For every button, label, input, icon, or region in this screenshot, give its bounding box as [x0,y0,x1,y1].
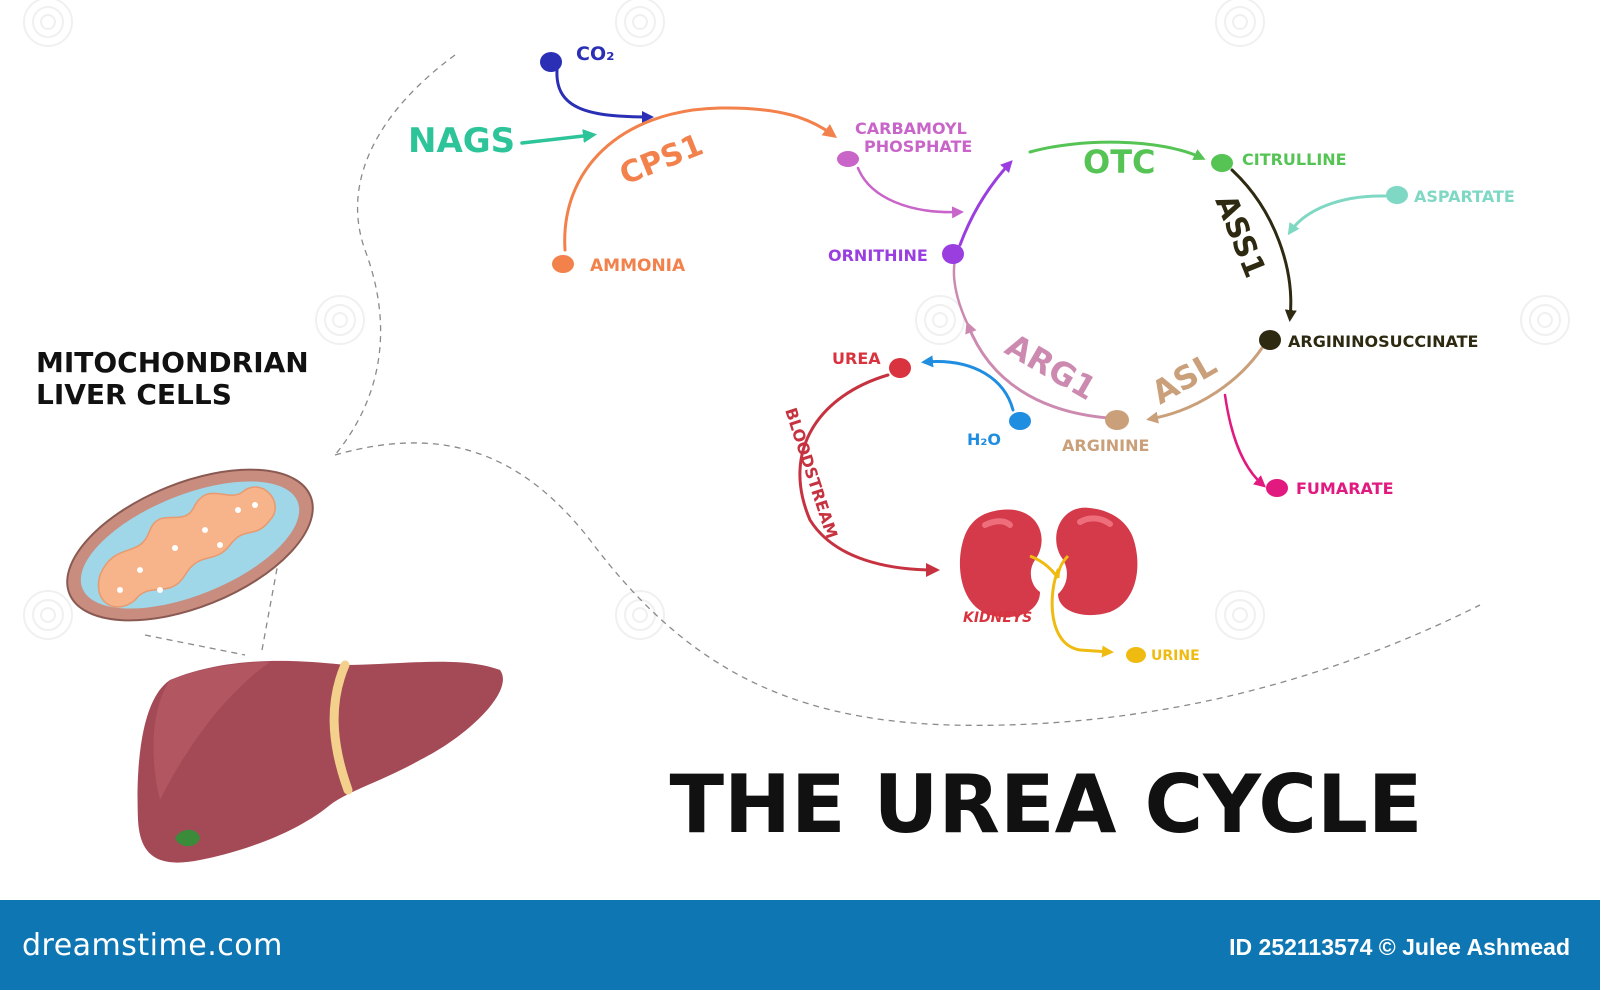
mitochondrion-illustration [66,468,314,622]
kidneys-illustration [959,507,1138,618]
urea-dot [889,358,911,378]
section-label-line2: LIVER CELLS [36,378,232,411]
footer-bar: dreamstime.com ID 252113574 © Julee Ashm… [0,900,1600,990]
carbamoyl-label-line2: PHOSPHATE [864,137,972,156]
otc-label: OTC [1083,143,1156,181]
nags-label: NAGS [408,121,515,161]
image-credit: ID 252113574 © Julee Ashmead [1229,934,1570,960]
argininosuccinate-dot [1259,330,1281,350]
urine-dot [1126,647,1146,663]
co2-dot [540,52,562,72]
arginine-label: ARGININE [1062,436,1149,455]
ammonia-label: AMMONIA [590,256,686,276]
kidneys-label: KIDNEYS [963,610,1032,626]
h2o-label: H₂O [967,430,1001,449]
asl-label: ASL [1145,345,1223,412]
arginine-dot [1105,410,1129,430]
co2-label: CO₂ [576,43,614,65]
brand-logo-text[interactable]: dreamstime.com [22,928,283,963]
urea-cycle-diagram: CO₂ NAGS CPS1 AMMONIA CARBAMOYL PHOSPHAT… [23,0,1570,863]
ass1-label: ASS1 [1208,190,1273,283]
urine-label: URINE [1151,648,1200,664]
citrulline-label: CITRULLINE [1242,150,1347,169]
pathway-arrows [520,68,1387,658]
page-title: THE UREA CYCLE [669,758,1422,851]
dashed-outline [144,54,1481,726]
urea-label: UREA [832,349,881,368]
liver-illustration [137,660,503,863]
fumarate-dot [1266,479,1288,497]
h2o-dot [1009,412,1031,430]
ammonia-dot [552,255,574,273]
diagram-canvas: CO₂ NAGS CPS1 AMMONIA CARBAMOYL PHOSPHAT… [23,0,1570,863]
cps1-label: CPS1 [615,128,708,193]
fumarate-label: FUMARATE [1296,479,1394,498]
citrulline-dot [1211,154,1233,172]
argininosuccinate-label: ARGININOSUCCINATE [1288,332,1478,351]
watermark-pattern [23,0,1570,640]
aspartate-label: ASPARTATE [1414,187,1515,206]
arg1-label: ARG1 [999,326,1103,408]
carbamoyl-phosphate-dot [837,151,859,167]
ornithine-dot [942,244,964,264]
section-label-line1: MITOCHONDRIAN [36,346,309,379]
ornithine-label: ORNITHINE [828,246,928,265]
aspartate-dot [1386,186,1408,204]
metabolite-dots [540,52,1408,663]
carbamoyl-label-line1: CARBAMOYL [855,119,967,138]
